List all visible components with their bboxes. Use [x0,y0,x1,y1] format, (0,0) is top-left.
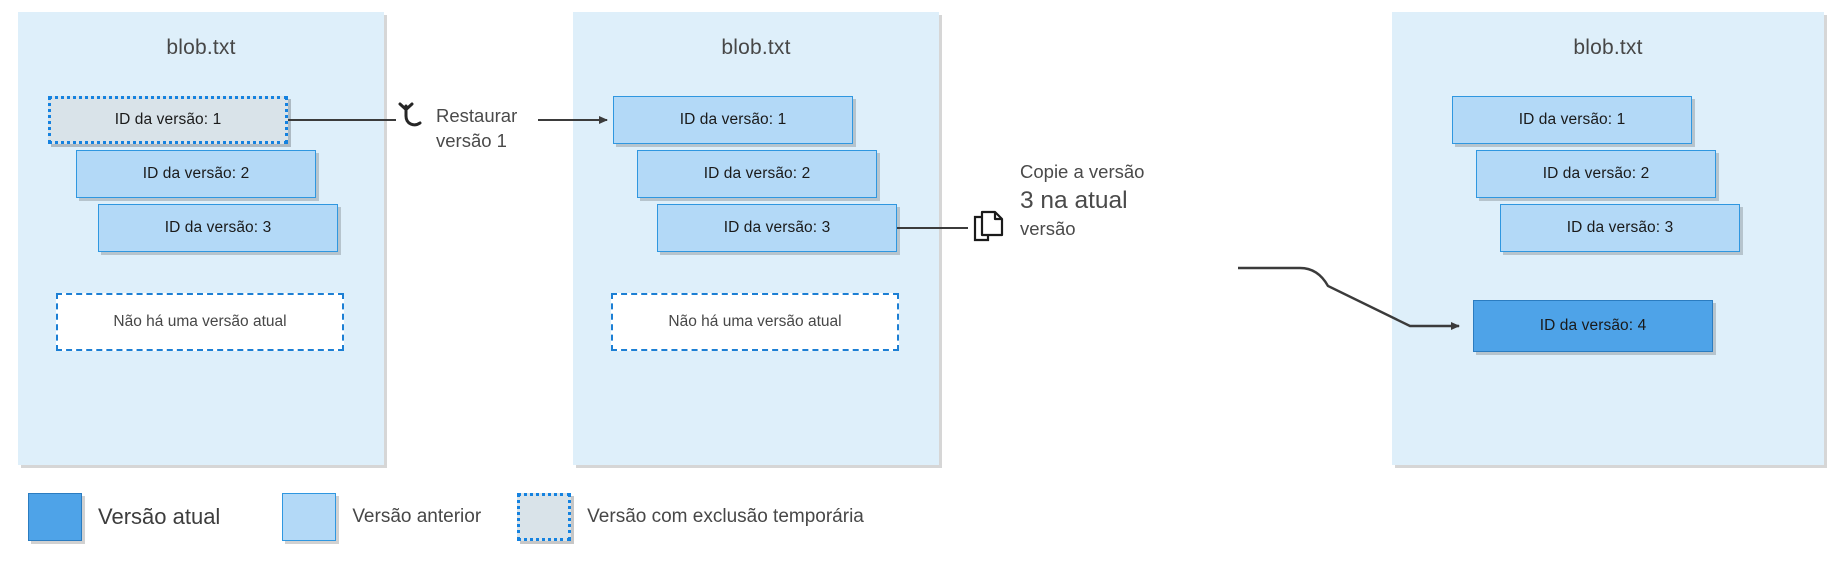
version-box-label: ID da versão: 2 [1542,165,1650,182]
version-box-label: ID da versão: 3 [723,219,831,236]
copy-annotation-line1: Copie a versão [1020,161,1145,182]
version-box-3-previous-1: ID da versão: 1 [1452,96,1692,144]
panel-title-3: blob.txt [1573,36,1643,59]
version-box-2-previous-2: ID da versão: 2 [637,150,877,198]
restore-annotation: Restaurar versão 1 [436,104,546,154]
version-box-3-previous-3: ID da versão: 3 [1500,204,1740,252]
version-box-label: ID da versão: 1 [114,111,222,128]
previous-version-swatch [282,493,337,541]
version-box-3-previous-2: ID da versão: 2 [1476,150,1716,198]
restore-annotation-line2: versão 1 [436,129,507,151]
version-box-1-soft-deleted: ID da versão: 1 [48,96,288,144]
version-box-label: ID da versão: 3 [1566,219,1674,236]
version-box-1-previous-2: ID da versão: 2 [76,150,316,198]
copy-annotation-line3: versão [1020,217,1076,239]
legend-item-soft-deleted-version: Versão com exclusão temporária [517,493,864,541]
version-box-2-previous-3: ID da versão: 3 [657,204,897,252]
soft-deleted-version-swatch [517,493,572,541]
version-box-label: ID da versão: 2 [142,165,250,182]
undo-restore-icon [396,100,432,136]
copy-annotation-line2: 3 na atual [1020,186,1128,214]
legend: Versão atual Versão anterior Versão com … [28,487,864,547]
copy-pages-icon [972,210,1006,248]
version-box-label: ID da versão: 3 [164,219,272,236]
legend-item-previous-version: Versão anterior [282,493,481,541]
copy-annotation: Copie a versão 3 na atual versão [1020,160,1240,242]
legend-item-current-version: Versão atual [28,493,220,541]
version-box-label: ID da versão: 1 [1518,111,1626,128]
version-box-3-current-4: ID da versão: 4 [1473,300,1713,352]
version-box-label: ID da versão: 1 [679,111,787,128]
version-box-label: ID da versão: 4 [1539,317,1647,334]
panel-title-1: blob.txt [166,36,236,59]
legend-label-previous-version: Versão anterior [352,506,482,527]
panel-title-2: blob.txt [721,36,791,59]
current-version-swatch [28,493,82,541]
version-box-label: ID da versão: 2 [703,165,811,182]
no-current-version-label: Não há uma versão atual [668,313,842,330]
legend-label-current-version: Versão atual [98,504,221,529]
version-box-2-previous-1: ID da versão: 1 [613,96,853,144]
no-current-version-box-1: Não há uma versão atual [56,293,344,351]
no-current-version-label: Não há uma versão atual [113,313,287,330]
restore-annotation-line1: Restaurar [436,105,518,126]
version-box-1-previous-3: ID da versão: 3 [98,204,338,252]
legend-label-soft-deleted-version: Versão com exclusão temporária [587,506,864,527]
no-current-version-box-2: Não há uma versão atual [611,293,899,351]
